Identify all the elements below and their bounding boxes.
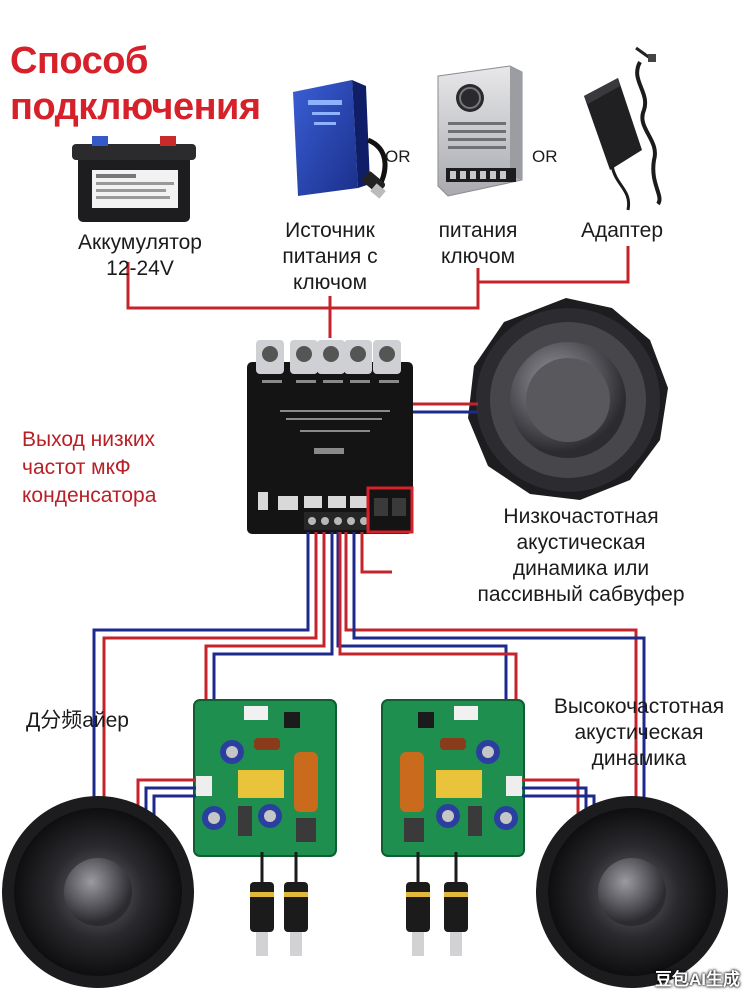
page-title: Способ подключения — [10, 38, 310, 130]
crossover-wires — [92, 532, 646, 812]
tweeter-line3: динамика — [591, 747, 687, 770]
switching-supply-line1: питания — [438, 219, 518, 242]
amp-output-line2: частот мкФ — [22, 456, 131, 479]
title-line-1: Способ — [10, 40, 148, 82]
battery-label-line2: 12-24V — [106, 257, 174, 280]
amp-output-line1: Выход низких — [22, 428, 156, 451]
keyed-supply-label: Источник питания с ключом — [262, 218, 398, 296]
watermark: 豆包AI生成 — [655, 970, 740, 989]
tweeter-label: Высокочастотная акустическая динамика — [532, 694, 746, 772]
adapter-label: Адаптер — [580, 219, 664, 242]
or-label-1: OR — [385, 147, 411, 166]
crossover-board-right — [381, 699, 525, 857]
power-wires — [126, 246, 630, 338]
battery-label-line1: Аккумулятор — [78, 231, 202, 254]
right-speaker — [536, 796, 728, 988]
keyed-supply-line2: питания с — [282, 245, 378, 268]
switching-psu-icon — [437, 65, 523, 197]
tweeter-line2: акустическая — [574, 721, 704, 744]
subwoofer-line1: Низкочастотная — [503, 505, 659, 528]
amplifier-board — [247, 340, 414, 534]
switching-supply-line2: ключом — [440, 245, 516, 268]
crossover-board-left — [193, 699, 337, 857]
amp-output-line3: конденсатора — [22, 484, 157, 507]
subwoofer-line2: акустическая — [516, 531, 646, 554]
adapter-icon — [584, 46, 662, 211]
subwoofer-line4: пассивный сабвуфер — [477, 583, 685, 606]
subwoofer-speaker — [468, 298, 668, 500]
battery-icon — [72, 136, 196, 222]
title-line-2: подключения — [10, 86, 261, 128]
battery-pack-icon — [293, 80, 388, 199]
left-speaker — [2, 796, 194, 988]
keyed-supply-line1: Источник — [285, 219, 375, 242]
or-label-2: OR — [532, 147, 558, 166]
amplifier-knobs — [256, 340, 401, 374]
crossover-label: Д分频айер — [26, 709, 129, 732]
keyed-supply-line3: ключом — [292, 271, 368, 294]
tweeter-capsules — [250, 882, 468, 956]
subwoofer-wires — [413, 402, 478, 414]
subwoofer-label: Низкочастотная акустическая динамика или… — [450, 504, 712, 608]
subwoofer-line3: динамика или — [512, 557, 650, 580]
tweeter-line1: Высокочастотная — [553, 695, 725, 718]
switching-supply-label: питания ключом — [416, 218, 540, 270]
battery-label: Аккумулятор 12-24V — [50, 230, 230, 282]
amp-output-label: Выход низких частот мкФ конденсатора — [22, 426, 232, 510]
